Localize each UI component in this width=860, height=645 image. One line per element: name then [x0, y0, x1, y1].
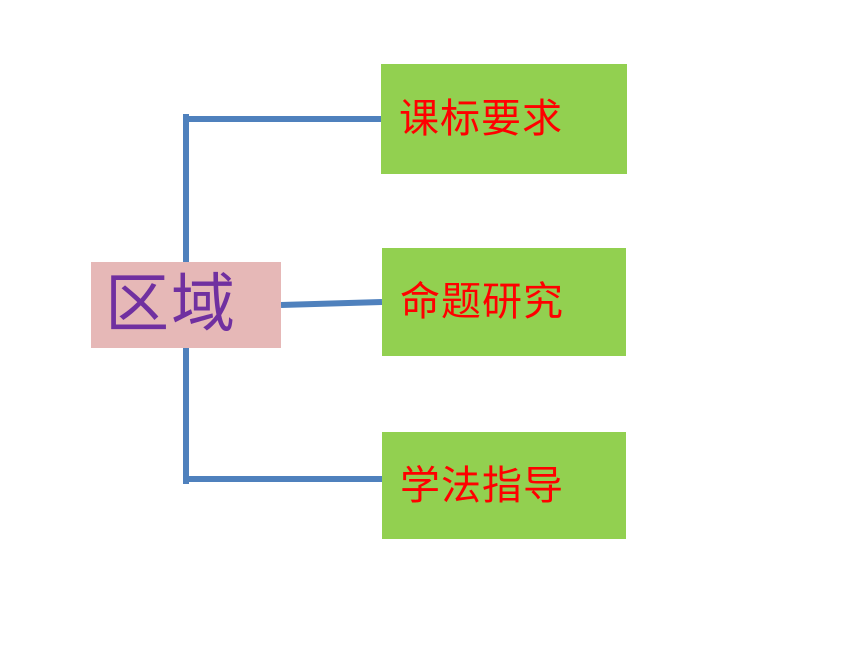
child-node-label: 学法指导	[400, 462, 564, 509]
root-node-label: 区域	[105, 268, 237, 342]
child-node-label: 课标要求	[399, 96, 563, 142]
child-node-exam-research: 命题研究	[382, 248, 626, 356]
connector-line-to-child-2	[280, 299, 383, 308]
child-node-label: 命题研究	[400, 279, 564, 325]
child-node-study-guidance: 学法指导	[382, 432, 626, 539]
root-node: 区域	[91, 262, 281, 348]
child-node-curriculum-requirements: 课标要求	[381, 64, 627, 174]
